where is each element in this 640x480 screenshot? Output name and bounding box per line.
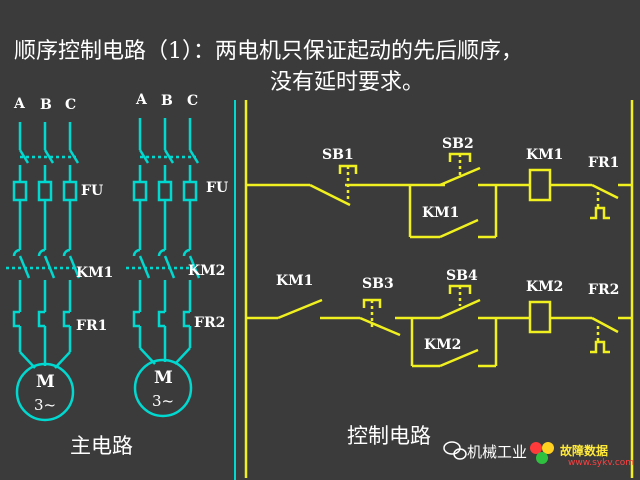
m2-motor-letter: M xyxy=(154,368,173,388)
km1-hold-label: KM1 xyxy=(422,205,460,221)
sb2-label: SB2 xyxy=(442,136,474,152)
m2-fr2-label: FR2 xyxy=(194,315,226,331)
m1-phase-b: B xyxy=(40,97,52,113)
km1-interlock-label: KM1 xyxy=(276,273,314,289)
watermark-brand: 故障数据 xyxy=(560,444,609,458)
m1-phase-a: A xyxy=(14,96,25,112)
km2-hold-label: KM2 xyxy=(424,337,462,353)
m2-phase-c: C xyxy=(187,93,199,109)
sb3-label: SB3 xyxy=(362,276,394,292)
wechat-icon xyxy=(443,441,467,460)
main-circuit-caption: 主电路 xyxy=(70,434,133,458)
control-circuit-caption: 控制电路 xyxy=(347,424,431,448)
fr1-contact-label: FR1 xyxy=(588,155,620,171)
watermark-url: www.sykv.com xyxy=(568,458,635,468)
sb1-label: SB1 xyxy=(322,147,354,163)
km1-coil-label: KM1 xyxy=(526,147,564,163)
m2-phase-a: A xyxy=(136,92,147,108)
watermark-text: 机械工业 xyxy=(467,443,528,461)
diagram-title-line1: 顺序控制电路（1）：两电机只保证起动的先后顺序， xyxy=(14,39,523,64)
m1-motor-type: 3~ xyxy=(34,396,57,414)
m2-fu-label: FU xyxy=(206,180,229,196)
km2-coil-label: KM2 xyxy=(526,279,564,295)
control-circuit xyxy=(244,100,634,478)
sb4-label: SB4 xyxy=(446,268,478,284)
m2-phase-b: B xyxy=(161,93,173,109)
main-circuit-motor2 xyxy=(126,118,201,418)
m1-motor-letter: M xyxy=(36,372,55,392)
fr2-contact-label: FR2 xyxy=(588,282,620,298)
m2-motor-type: 3~ xyxy=(152,392,175,410)
m2-km2-label: KM2 xyxy=(188,263,226,279)
m1-fr1-label: FR1 xyxy=(76,318,108,334)
m1-km1-label: KM1 xyxy=(76,265,114,281)
watermark-logo-icon xyxy=(530,442,554,464)
diagram-title-line2: 没有延时要求。 xyxy=(270,70,425,95)
m1-phase-c: C xyxy=(65,97,77,113)
main-circuit-motor1 xyxy=(6,122,81,422)
m1-fu-label: FU xyxy=(81,183,104,199)
